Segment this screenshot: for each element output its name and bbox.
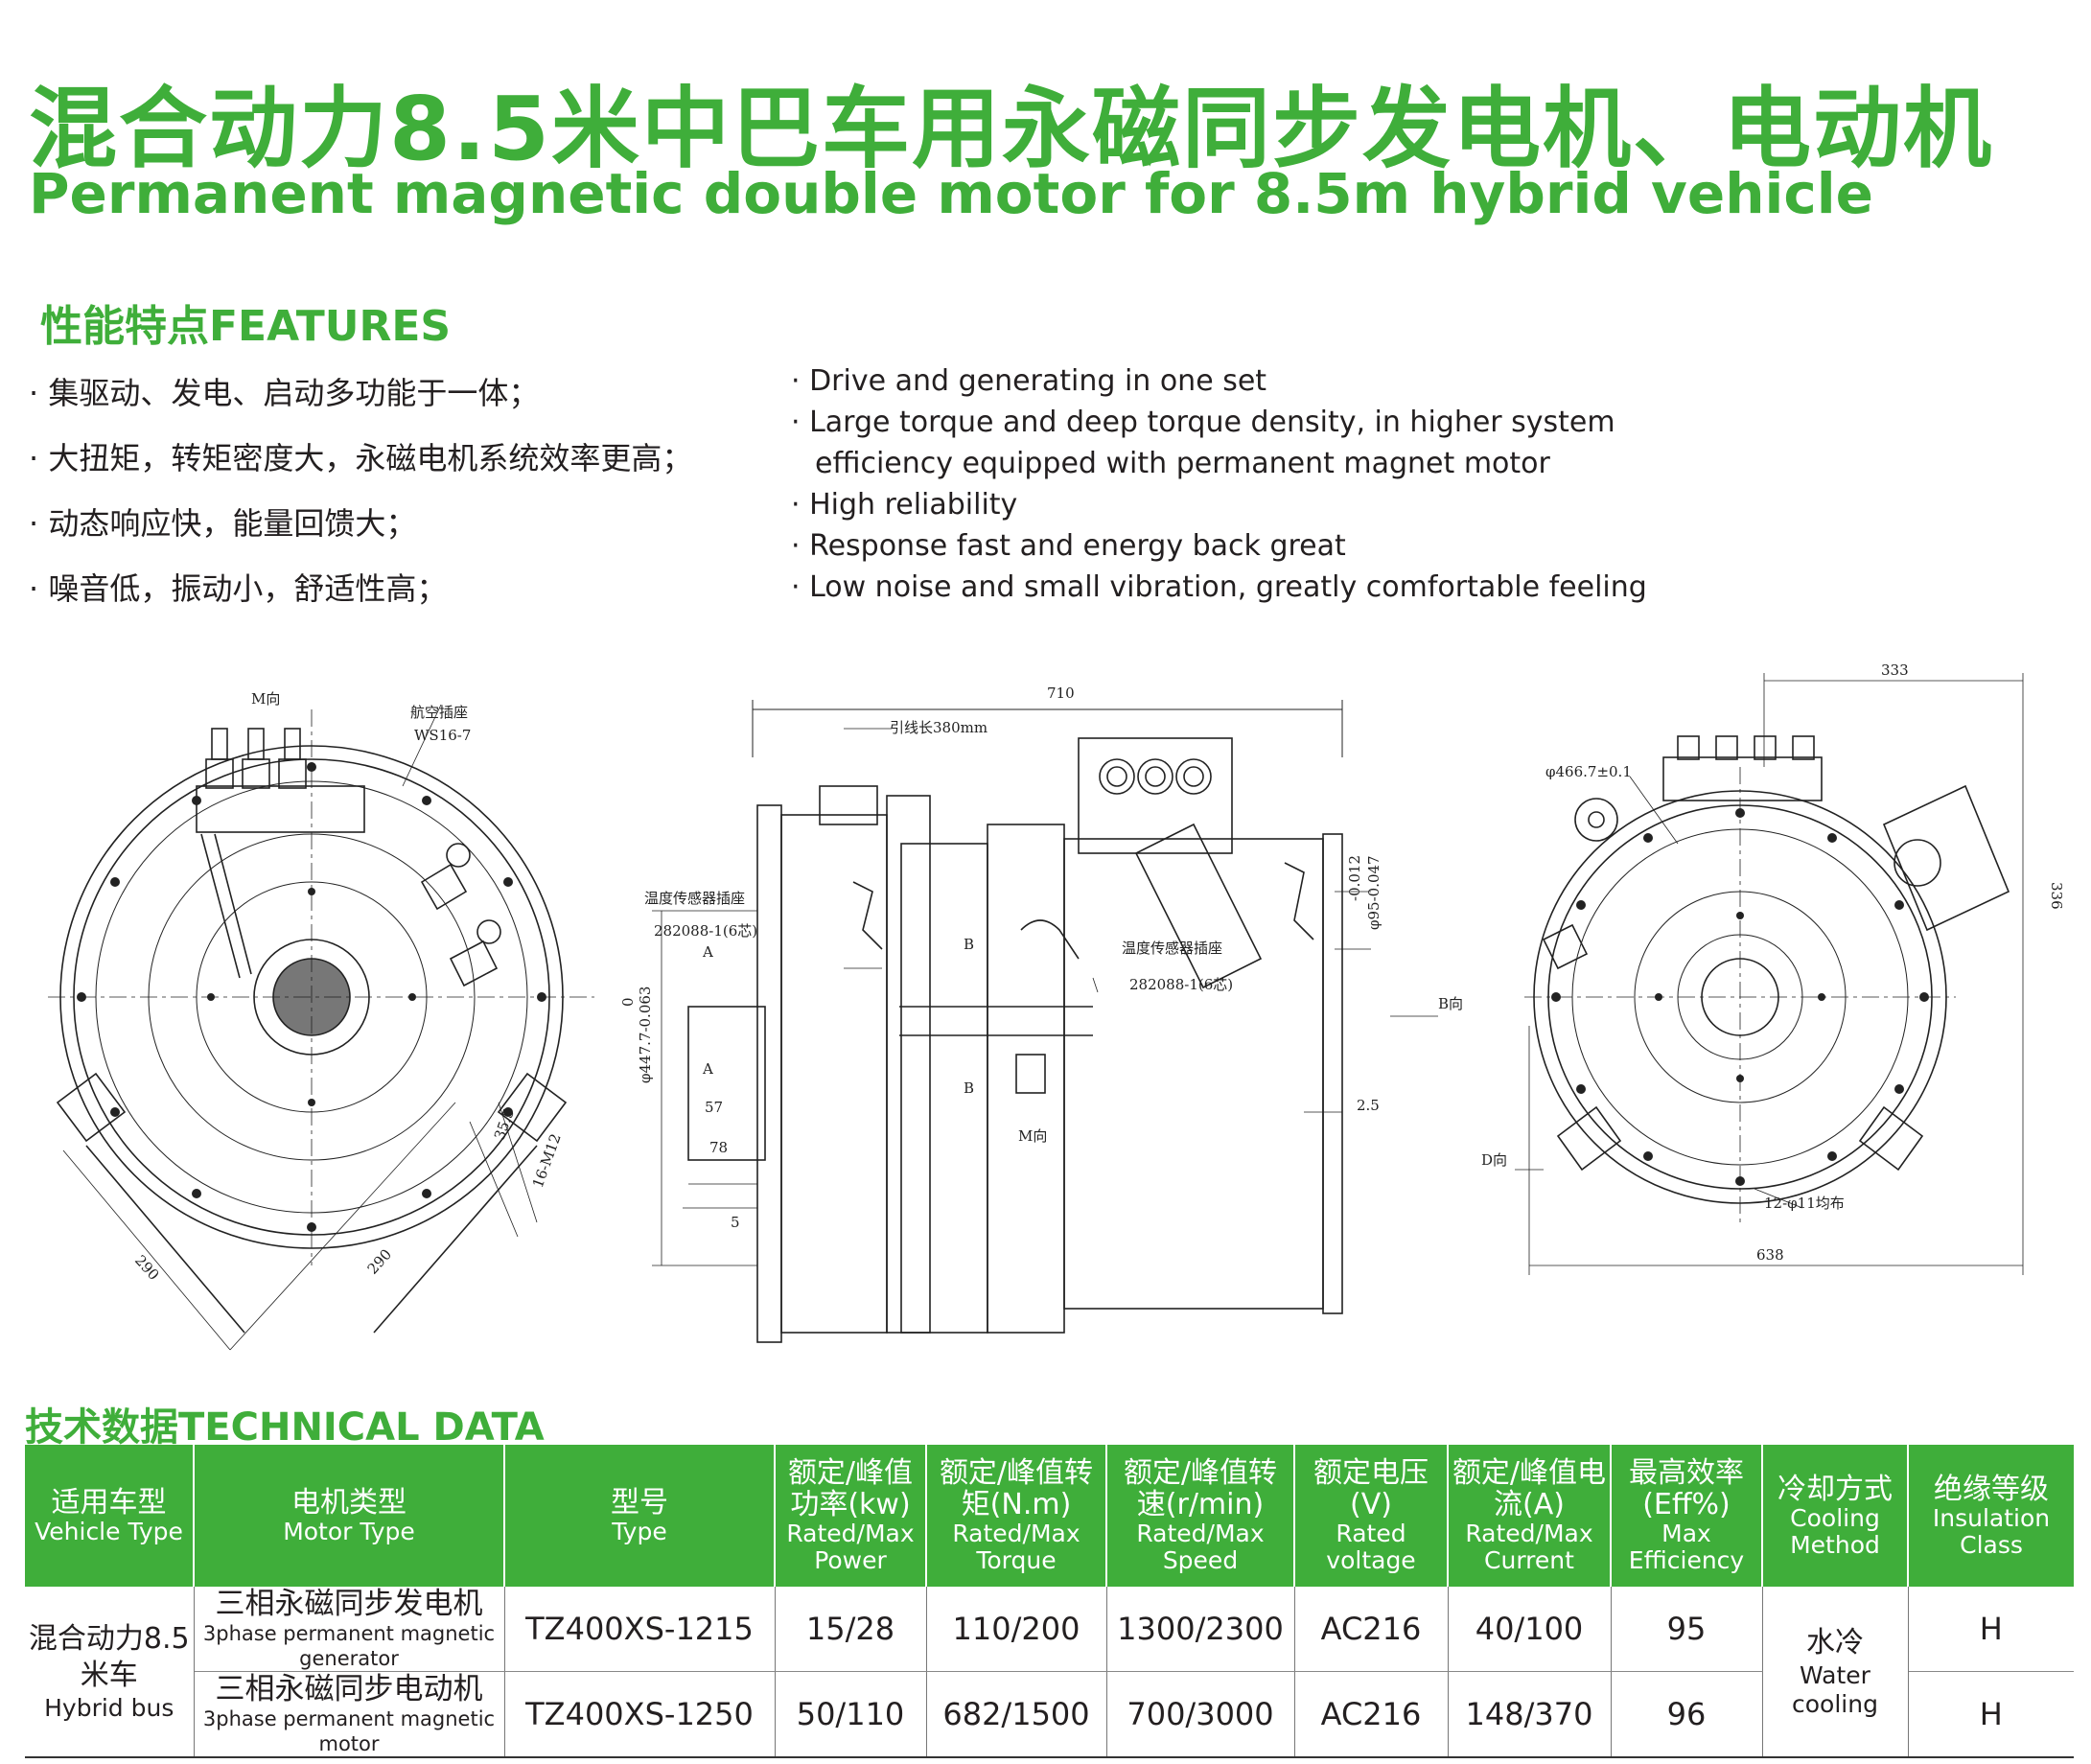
technical-data-heading: 技术数据TECHNICAL DATA xyxy=(25,1405,545,1450)
cell-speed: 1300/2300 xyxy=(1106,1587,1295,1672)
temp-sensor-model-2: 282088-1(6芯) xyxy=(1129,976,1233,993)
header-efficiency: 最高效率(Eff%)Max Efficiency xyxy=(1611,1445,1763,1587)
technical-drawings: M向 航空插座 WS16-7 290 290 35.5 16-M12 710 引… xyxy=(48,662,2065,1351)
m-direction-label-2: M向 xyxy=(1018,1127,1047,1145)
dim-95-tol: -0.012 xyxy=(1346,855,1363,901)
dim-466-7: φ466.7±0.1 xyxy=(1545,763,1632,780)
middle-side-view xyxy=(652,700,1438,1343)
page-title-en: Permanent magnetic double motor for 8.5m… xyxy=(29,161,1873,226)
cell-power: 50/110 xyxy=(775,1671,927,1758)
page-title-cn: 混合动力8.5米中巴车用永磁同步发电机、电动机 xyxy=(29,78,1993,180)
right-end-view xyxy=(1515,673,2024,1275)
feature-cn-item: · 动态响应快，能量回馈大； xyxy=(29,505,417,542)
dim-16-m12: 16-M12 xyxy=(529,1131,565,1190)
cell-efficiency: 96 xyxy=(1611,1671,1763,1758)
temp-sensor-model-1: 282088-1(6芯) xyxy=(654,922,757,940)
section-a-2: A xyxy=(702,1060,713,1078)
dim-2-5: 2.5 xyxy=(1357,1097,1380,1114)
m-direction-label: M向 xyxy=(251,690,280,708)
cell-efficiency: 95 xyxy=(1611,1587,1763,1672)
features-cn-list: · 集驱动、发电、启动多功能于一体； · 大扭矩，转矩密度大，永磁电机系统效率更… xyxy=(29,360,767,621)
temp-sensor-label-1: 温度传感器插座 xyxy=(644,890,745,907)
cell-power: 15/28 xyxy=(775,1587,927,1672)
d-direction-label: D向 xyxy=(1481,1151,1507,1169)
feature-cn-item: · 大扭矩，转矩密度大，永磁电机系统效率更高； xyxy=(29,440,693,476)
section-b-2: B xyxy=(964,1079,974,1097)
header-power: 额定/峰值功率(kw)Rated/Max Power xyxy=(775,1445,927,1587)
dim-290-a: 290 xyxy=(131,1252,163,1284)
cell-voltage: AC216 xyxy=(1294,1587,1449,1672)
cell-speed: 700/3000 xyxy=(1106,1671,1295,1758)
b-direction-label: B向 xyxy=(1438,995,1463,1012)
feature-en-item: · High reliability xyxy=(791,488,1018,522)
temp-sensor-label-2: 温度传感器插座 xyxy=(1122,940,1222,957)
cell-model: TZ400XS-1250 xyxy=(504,1671,776,1758)
socket-label: 航空插座 xyxy=(410,704,468,721)
cell-model: TZ400XS-1215 xyxy=(504,1587,776,1672)
feature-en-item: · Low noise and small vibration, greatly… xyxy=(791,570,1647,604)
cell-voltage: AC216 xyxy=(1294,1671,1449,1758)
header-current: 额定/峰值电流(A)Rated/Max Current xyxy=(1448,1445,1612,1587)
cell-torque: 682/1500 xyxy=(926,1671,1107,1758)
dim-78: 78 xyxy=(709,1139,728,1156)
lead-length-label: 引线长380mm xyxy=(890,719,987,736)
dim-5: 5 xyxy=(731,1214,740,1231)
dim-638: 638 xyxy=(1756,1246,1784,1264)
features-en-list: · Drive and generating in one set · Larg… xyxy=(791,360,1750,608)
dim-95: φ95-0.047 xyxy=(1365,855,1382,930)
cell-current: 148/370 xyxy=(1448,1671,1612,1758)
cell-insulation: H xyxy=(1908,1671,2074,1758)
dim-290-b: 290 xyxy=(364,1245,396,1277)
feature-cn-item: · 噪音低，振动小，舒适性高； xyxy=(29,570,448,607)
left-end-view xyxy=(48,704,594,1351)
features-heading: 性能特点FEATURES xyxy=(40,302,452,351)
feature-en-item: · Drive and generating in one set xyxy=(791,364,1267,398)
feature-en-item: · Large torque and deep torque density, … xyxy=(791,406,1615,439)
cell-current: 40/100 xyxy=(1448,1587,1612,1672)
header-voltage: 额定电压(V)Rated voltage xyxy=(1294,1445,1449,1587)
dim-710: 710 xyxy=(1047,685,1075,702)
dim-333: 333 xyxy=(1881,662,1909,679)
holes-label: 12-φ11均布 xyxy=(1764,1195,1845,1212)
dim-336: 336 xyxy=(2048,882,2065,910)
header-speed: 额定/峰值转速(r/min)Rated/Max Speed xyxy=(1106,1445,1295,1587)
section-b-1: B xyxy=(964,936,974,953)
feature-en-item: · Response fast and energy back great xyxy=(791,529,1346,563)
cell-torque: 110/200 xyxy=(926,1587,1107,1672)
section-a-1: A xyxy=(702,943,713,961)
feature-en-item-continued: efficiency equipped with permanent magne… xyxy=(815,447,1550,480)
feature-cn-item: · 集驱动、发电、启动多功能于一体； xyxy=(29,375,540,411)
socket-model-label: WS16-7 xyxy=(414,727,471,744)
header-torque: 额定/峰值转矩(N.m)Rated/Max Torque xyxy=(926,1445,1107,1587)
cell-insulation: H xyxy=(1908,1587,2074,1672)
dim-447-7-zero: 0 xyxy=(619,997,637,1007)
dim-57: 57 xyxy=(705,1099,723,1116)
dim-447-7: φ447.7-0.063 xyxy=(637,986,654,1083)
